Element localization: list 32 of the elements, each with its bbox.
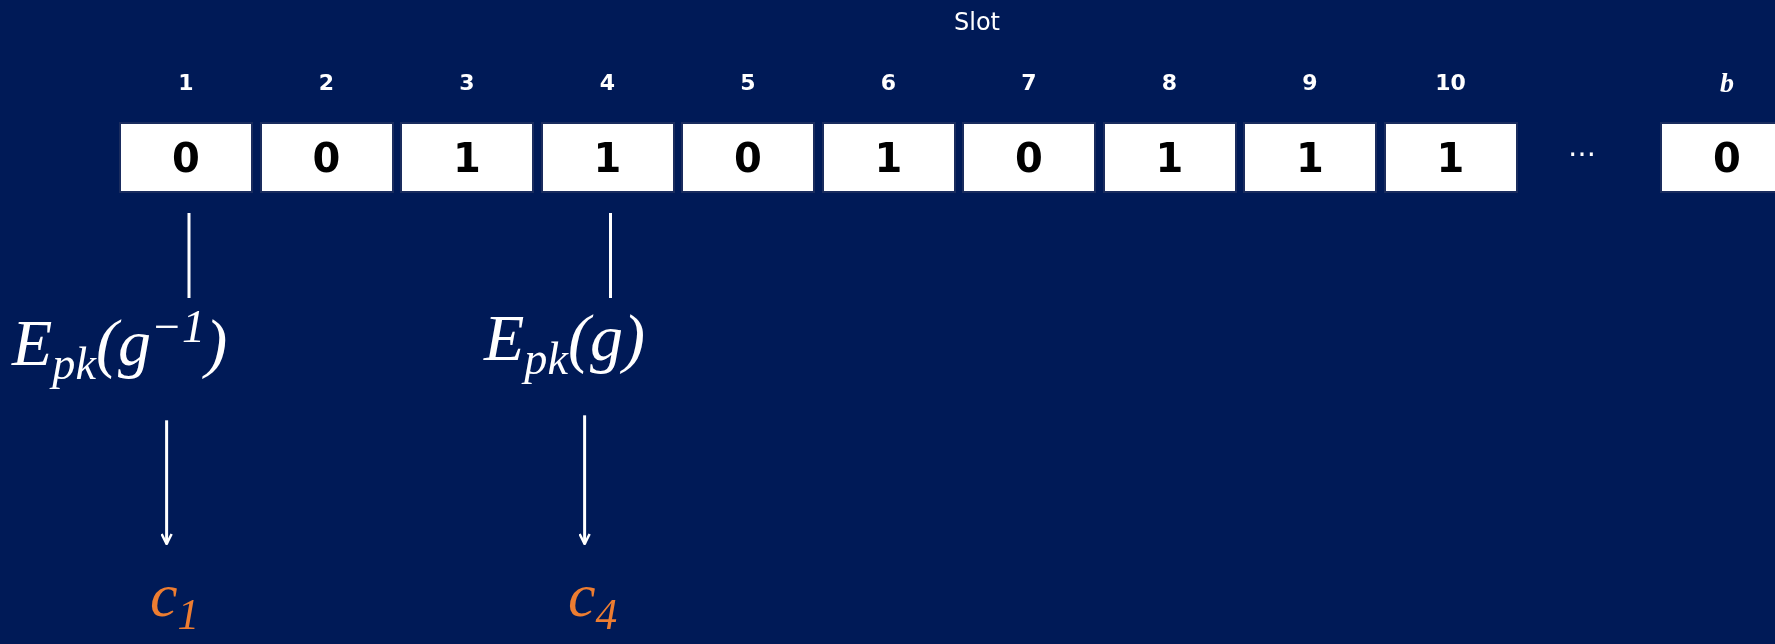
slot-number: 2 bbox=[317, 70, 336, 97]
slot-number: b bbox=[1719, 66, 1735, 100]
slot-number: 3 bbox=[458, 70, 476, 97]
ciphertext-label: c$_{4}$ bbox=[568, 560, 618, 641]
bit-value: 0 bbox=[734, 137, 762, 178]
slot-number: 9 bbox=[1301, 70, 1319, 97]
math-expression: E$_{pk}$(g$^{−1}$) bbox=[12, 300, 228, 391]
bit-value: 1 bbox=[874, 137, 903, 178]
arrow bbox=[578, 415, 591, 546]
ellipsis: … bbox=[1568, 130, 1596, 163]
slot-number: 6 bbox=[879, 70, 898, 97]
math-expression: E$_{pk}$(g) bbox=[484, 300, 645, 386]
bit-value: 0 bbox=[312, 137, 341, 178]
connector-line bbox=[187, 213, 191, 298]
bit-value: 1 bbox=[1296, 137, 1324, 178]
bit-value: 1 bbox=[453, 137, 481, 178]
bit-value: 1 bbox=[593, 137, 622, 178]
slot-number: 1 bbox=[177, 70, 195, 97]
bit-value: 0 bbox=[172, 137, 200, 178]
axis-title: Slot bbox=[954, 8, 1000, 36]
bit-value: 1 bbox=[1155, 137, 1184, 178]
slot-number: 10 bbox=[1434, 70, 1467, 97]
bit-value: 1 bbox=[1436, 137, 1465, 178]
slot-number: 4 bbox=[598, 70, 617, 97]
slot-number: 7 bbox=[1020, 70, 1038, 97]
bit-value: 0 bbox=[1713, 137, 1741, 178]
arrow bbox=[160, 420, 173, 546]
slot-number: 8 bbox=[1160, 70, 1179, 97]
ciphertext-label: c$_{1}$ bbox=[150, 560, 200, 641]
bit-value: 0 bbox=[1015, 137, 1043, 178]
slot-number: 5 bbox=[739, 70, 757, 97]
connector-line bbox=[609, 213, 612, 298]
